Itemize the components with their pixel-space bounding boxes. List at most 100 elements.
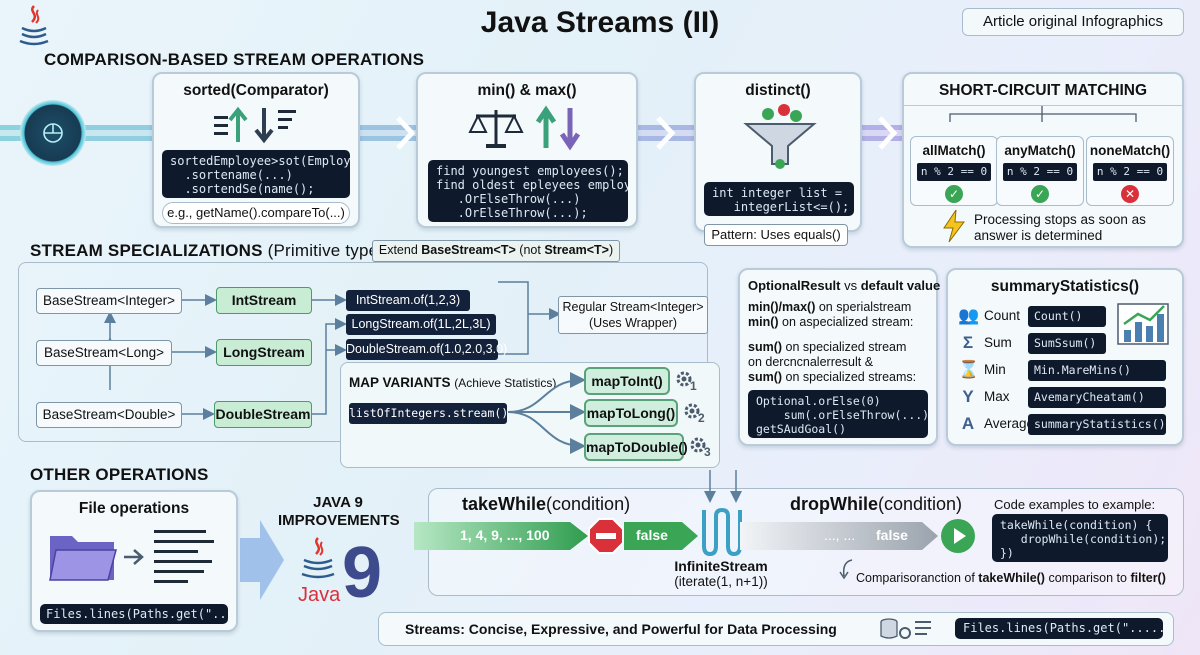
codeexamples-note-bold2: filter() (1130, 571, 1166, 585)
sorted-card: sorted(Comparator) sortedEmployee>sot(Em… (152, 72, 360, 228)
regular-stream-line1: Regular Stream<Integer> (562, 300, 704, 314)
note-bold-2: Stream<T> (544, 243, 609, 257)
optional-p5-rest: on specialized streams: (785, 370, 917, 384)
trophy-icon: Y (962, 387, 974, 406)
mapvariants-connectors (507, 372, 586, 454)
distinct-card: distinct() int integer list = integerLis… (694, 72, 862, 232)
match-card-2: noneMatch() n % 2 == 0 ✕ (1086, 136, 1174, 206)
java9-line2: IMPROVEMENTS (278, 512, 400, 529)
java9-logo-text: Java (298, 584, 341, 606)
stat-value: AvemaryCheatam() (1028, 387, 1166, 408)
takewhile-false-label: false (636, 527, 668, 543)
fileops-code: Files.lines(Paths.get("..")) (40, 604, 228, 624)
minmax-card: min() & max() find youngest employees();… (416, 72, 638, 228)
factory-node-2: DoubleStream.of(1.0,2.0,3.0) (346, 339, 507, 360)
prim-stream-node-0: IntStream (216, 287, 312, 314)
map-target-1: mapToLong() (584, 399, 678, 427)
distinct-pattern-text: Pattern: Uses equals() (711, 227, 841, 242)
stat-value: SumSsum() (1028, 333, 1106, 354)
takewhile-false-arrow: false (624, 518, 700, 554)
users-icon: 👥 (958, 306, 980, 325)
page-title: Java Streams (II) (480, 6, 720, 39)
stat-label: Sum (984, 335, 1012, 350)
optional-p1: min()/max() on sperialstream (748, 300, 911, 314)
check-icon: ✓ (945, 185, 963, 203)
infinite-connectors (704, 470, 742, 503)
match-name: noneMatch() (1089, 143, 1171, 158)
optional-p1-rest: on sperialstream (818, 300, 912, 314)
optional-p3: sum() on specialized stream (748, 340, 906, 354)
minmax-title: min() & max() (477, 82, 577, 99)
folder-icon (48, 528, 118, 584)
lightning-icon (942, 209, 966, 243)
dropwhile-title-bold: dropWhile (790, 494, 878, 514)
dropwhile-values: ..., ... (824, 527, 856, 543)
distinct-code: int integer list = integerList<=(); (704, 182, 854, 216)
mapvariants-source: listOfIntegers.stream() (349, 403, 508, 424)
stat-label: Count (984, 308, 1021, 323)
optional-card: OptionalResult vs default value min()/ma… (738, 268, 940, 446)
regular-stream-box: Regular Stream<Integer> (Uses Wrapper) (558, 296, 708, 334)
shortcircuit-title: SHORT-CIRCUIT MATCHING (938, 82, 1148, 99)
codeexamples-title: Code examples to example: (994, 497, 1156, 512)
codeexamples-arrow-icon (838, 559, 856, 582)
optional-title-bold2: default value (860, 278, 941, 293)
big-arrow-icon (240, 520, 284, 600)
note-bold-1: BaseStream<T> (421, 243, 516, 257)
takewhile-title: takeWhile(condition) (462, 494, 630, 515)
document-lines-icon (154, 526, 220, 592)
stat-value: Min.MareMins() (1028, 360, 1166, 381)
stat-value: summaryStatistics() (1028, 414, 1166, 435)
match-expr: n % 2 == 0 (1093, 163, 1167, 181)
prim-stream-node-2: DoubleStream (214, 401, 312, 428)
match-name: anyMatch() (1004, 143, 1076, 158)
note-suffix: ) (608, 243, 614, 257)
distinct-pattern: Pattern: Uses equals() (704, 224, 848, 246)
optional-p4: on dercncnalerresult & (748, 355, 874, 369)
sigma-icon: Σ (962, 333, 974, 352)
optional-p5-bold: sum() (748, 370, 783, 384)
dropwhile-title-rest: (condition) (878, 494, 963, 514)
sorted-note: e.g., getName().compareTo(...) (162, 202, 350, 224)
cross-icon: ✕ (1121, 185, 1139, 203)
funnel-icon (740, 102, 820, 170)
infinite-stream-coil-icon (698, 506, 742, 558)
sort-arrows-icon (212, 106, 302, 144)
java-logo-icon (14, 4, 54, 48)
stat-label: Average (984, 416, 1035, 431)
optional-p5: sum() on specialized streams: (748, 370, 916, 384)
takewhile-values: 1, 4, 9, ..., 100 (460, 527, 550, 543)
hierarchy-connectors (104, 281, 740, 420)
play-icon (940, 518, 976, 554)
infinite-stream-sub: (iterate(1, n+1)) (674, 574, 768, 589)
database-gear-icon (879, 617, 935, 641)
gear-icon: 1 (674, 369, 700, 395)
java9-logo-icon: Java 9 (296, 533, 396, 618)
map-target-0: mapToInt() (584, 367, 670, 395)
infinite-stream-title: InfiniteStream (674, 558, 768, 574)
distinct-title: distinct() (745, 82, 811, 99)
match-expr: n % 2 == 0 (917, 163, 991, 181)
section-other-title: OTHER OPERATIONS (30, 465, 209, 484)
factory-node-0: IntStream.of(1,2,3) (346, 290, 470, 311)
section-specializations-sub: (Primitive types) (267, 241, 393, 260)
base-stream-node-2: BaseStream<Double> (36, 402, 182, 428)
sorted-title: sorted(Comparator) (183, 82, 329, 99)
note-mid: (not (519, 243, 541, 257)
map-target-2: mapToDouble() (584, 433, 688, 461)
optional-title: OptionalResult vs default value (748, 278, 940, 293)
stop-sign-icon (588, 518, 624, 554)
sorted-code: sortedEmployee>sot(Employee) .sortename(… (162, 150, 350, 198)
takewhile-title-bold: takeWhile (462, 494, 547, 514)
match-expr: n % 2 == 0 (1003, 163, 1077, 181)
optional-p3-rest: on specialized stream (785, 340, 907, 354)
stat-label: Min (984, 362, 1006, 377)
article-badge-label: Article original Infographics (982, 13, 1164, 30)
shortcircuit-note-1: Processing stops as soon as (974, 212, 1146, 227)
gear-number: 2 (698, 411, 705, 425)
section-comparison-title: COMPARISON-BASED STREAM OPERATIONS (44, 50, 425, 69)
gear-number: 1 (690, 379, 697, 393)
shortcircuit-header: SHORT-CIRCUIT MATCHING (904, 74, 1182, 106)
mapvariants-title-main: MAP VARIANTS (349, 375, 451, 390)
takewhile-title-rest: (condition) (546, 494, 631, 514)
